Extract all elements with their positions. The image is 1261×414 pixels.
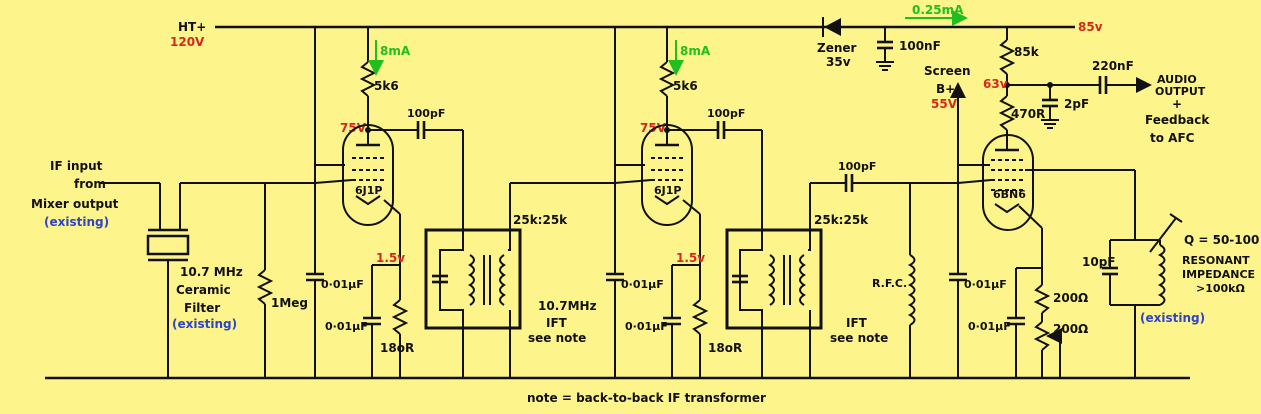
ht-voltage: 120V	[170, 35, 205, 49]
cap-001-a: 0·01µF	[321, 278, 364, 291]
feedback-label-2: to AFC	[1150, 131, 1195, 145]
resistor-200-a: 200Ω	[1053, 291, 1088, 305]
filter-label-1: 10.7 MHz	[180, 265, 243, 279]
resistor-180-1: 18oR	[380, 341, 414, 355]
cap-001-c: 0·01µF	[621, 278, 664, 291]
cap-100nF-label: 100nF	[899, 39, 941, 53]
footnote: note = back-to-back IF transformer	[527, 391, 766, 405]
resonant-label-1: RESONANT	[1182, 254, 1250, 267]
capacitor-2pF	[1041, 82, 1059, 129]
resonant-label-3: >100kΩ	[1196, 282, 1245, 295]
resistor-1meg	[256, 183, 274, 378]
cap-100pF-2: 100pF	[707, 107, 745, 120]
screen-bypass-cap-1	[306, 165, 324, 378]
resistor-5k6-1: 5k6	[374, 79, 399, 93]
screen-bypass-cap-2	[606, 165, 624, 378]
voltage-55: 55V	[931, 97, 958, 111]
if-input-label-1: IF input	[50, 159, 103, 173]
filter-existing: (existing)	[172, 317, 237, 331]
cap-2pF: 2pF	[1064, 97, 1089, 111]
resistor-200-b: 200Ω	[1053, 322, 1088, 336]
ift-2	[725, 183, 823, 378]
current-label-right: 0.25mA	[912, 3, 964, 17]
ift1-ratio: 25k:25k	[513, 213, 568, 227]
ift1-note: see note	[528, 331, 586, 345]
current-8mA-1: 8mA	[380, 44, 411, 58]
zener-voltage: 35v	[826, 55, 851, 69]
voltage-1.5-1: 1.5v	[376, 251, 405, 265]
ht-label: HT+	[178, 20, 206, 34]
tube-label-1: 6J1P	[355, 184, 382, 197]
tube-label-2: 6J1P	[654, 184, 681, 197]
filter-label-2: Ceramic	[176, 283, 231, 297]
screen-bypass-cap-3	[949, 165, 967, 378]
resistor-180-2: 18oR	[708, 341, 742, 355]
resistor-5k6-2: 5k6	[673, 79, 698, 93]
resistor-85k: 85k	[1014, 45, 1040, 59]
resistor-1meg-label: 1Meg	[271, 296, 308, 310]
screen-label: Screen	[924, 64, 971, 78]
resonant-label-2: IMPEDANCE	[1182, 268, 1255, 281]
feedback-label-1: Feedback	[1145, 113, 1210, 127]
cap-001-d: 0·01µF	[625, 320, 668, 333]
if-input-existing: (existing)	[44, 215, 109, 229]
current-8mA-2: 8mA	[680, 44, 711, 58]
zener-label: Zener	[817, 41, 857, 55]
tube-label-3: 6BN6	[993, 188, 1026, 201]
if-input-label-3: Mixer output	[31, 197, 119, 211]
tube-6j1p-1	[314, 124, 401, 226]
tank-circuit	[1102, 170, 1183, 378]
cap-001-e: 0·01µF	[964, 278, 1007, 291]
audio-label-1: AUDIO	[1157, 73, 1197, 86]
cap-100pF-3: 100pF	[838, 160, 876, 173]
voltage-63: 63v	[983, 77, 1008, 91]
q-factor: Q = 50-100	[1184, 233, 1259, 247]
ift1-name: IFT	[546, 316, 568, 330]
ift-1	[424, 183, 522, 378]
voltage-75-1: 75V	[340, 121, 367, 135]
cap-220nF: 220nF	[1092, 59, 1134, 73]
voltage-1.5-2: 1.5v	[676, 251, 705, 265]
audio-label-3: +	[1172, 97, 1182, 111]
rf-choke	[907, 183, 916, 378]
ift2-note: see note	[830, 331, 888, 345]
rfc-label: R.F.C.	[872, 277, 907, 290]
ceramic-filter	[146, 183, 190, 378]
cap-001-f: 0·01µF	[968, 320, 1011, 333]
tube-6j1p-2	[614, 124, 701, 226]
tube-6bn6	[957, 134, 1135, 231]
cap-10pF: 10pF	[1082, 255, 1116, 269]
if-input-label-2: from	[74, 177, 106, 191]
audio-label-2: OUTPUT	[1155, 85, 1206, 98]
resistor-470: 470R	[1011, 107, 1045, 121]
ift1-freq: 10.7MHz	[538, 299, 597, 313]
capacitor-100nF	[876, 27, 894, 71]
output-voltage: 85v	[1078, 20, 1103, 34]
tank-existing: (existing)	[1140, 311, 1205, 325]
bplus-label: B+	[936, 82, 955, 96]
filter-label-3: Filter	[184, 301, 220, 315]
ift2-ratio: 25k:25k	[814, 213, 869, 227]
cap-100pF-1: 100pF	[407, 107, 445, 120]
cap-001-b: 0·01µF	[325, 320, 368, 333]
zener-diode	[822, 17, 841, 37]
ift2-name: IFT	[846, 316, 868, 330]
